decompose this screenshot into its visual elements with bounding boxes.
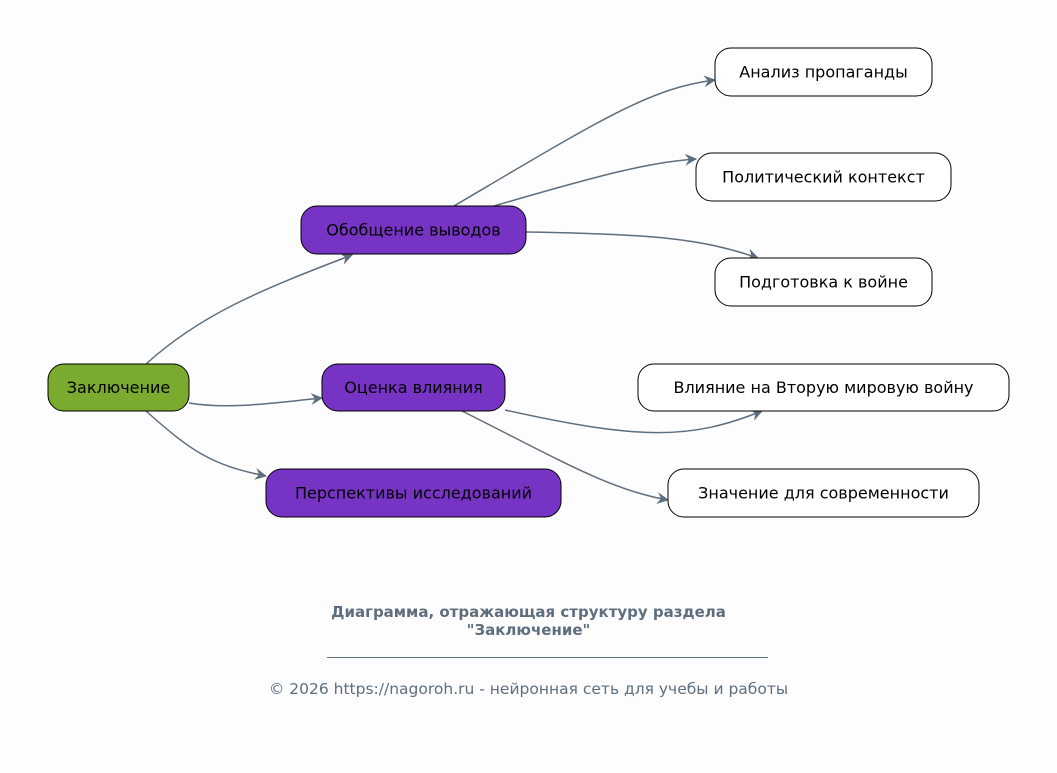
edge-root-prospects bbox=[145, 410, 267, 480]
edge-summary-political bbox=[493, 153, 697, 207]
node-prospects[interactable]: Перспективы исследований bbox=[265, 468, 562, 518]
diagram-caption: Диаграмма, отражающая структуру раздела … bbox=[0, 603, 1057, 639]
node-label: Заключение bbox=[67, 378, 170, 397]
node-propaganda[interactable]: Анализ пропаганды bbox=[714, 47, 933, 97]
caption-line-1: Диаграмма, отражающая структуру раздела bbox=[331, 603, 726, 621]
node-political[interactable]: Политический контекст bbox=[695, 152, 952, 202]
node-ww2[interactable]: Влияние на Вторую мировую войну bbox=[637, 363, 1010, 412]
node-label: Анализ пропаганды bbox=[739, 63, 907, 82]
node-label: Перспективы исследований bbox=[295, 484, 532, 503]
node-war-prep[interactable]: Подготовка к войне bbox=[714, 257, 933, 307]
node-label: Подготовка к войне bbox=[739, 273, 908, 292]
edge-root-summary bbox=[145, 253, 353, 365]
node-impact[interactable]: Оценка влияния bbox=[321, 363, 506, 412]
node-label: Влияние на Вторую мировую войну bbox=[673, 378, 973, 397]
edge-root-impact bbox=[188, 393, 323, 407]
edge-summary-propaganda bbox=[453, 75, 716, 207]
edge-impact-modern bbox=[461, 410, 669, 505]
footer-text: © 2026 https://nagoroh.ru - нейронная се… bbox=[268, 680, 789, 698]
node-label: Значение для современности bbox=[698, 484, 949, 503]
edge-impact-ww2 bbox=[504, 409, 763, 434]
node-root[interactable]: Заключение bbox=[47, 363, 190, 412]
node-label: Обобщение выводов bbox=[326, 221, 500, 240]
node-label: Оценка влияния bbox=[344, 378, 483, 397]
node-label: Политический контекст bbox=[722, 168, 925, 187]
node-summary[interactable]: Обобщение выводов bbox=[300, 205, 527, 255]
edge-summary-war-prep bbox=[525, 231, 759, 261]
divider bbox=[327, 657, 768, 658]
node-modern[interactable]: Значение для современности bbox=[667, 468, 980, 518]
edges bbox=[145, 75, 763, 505]
caption-line-2: "Заключение" bbox=[466, 621, 591, 639]
